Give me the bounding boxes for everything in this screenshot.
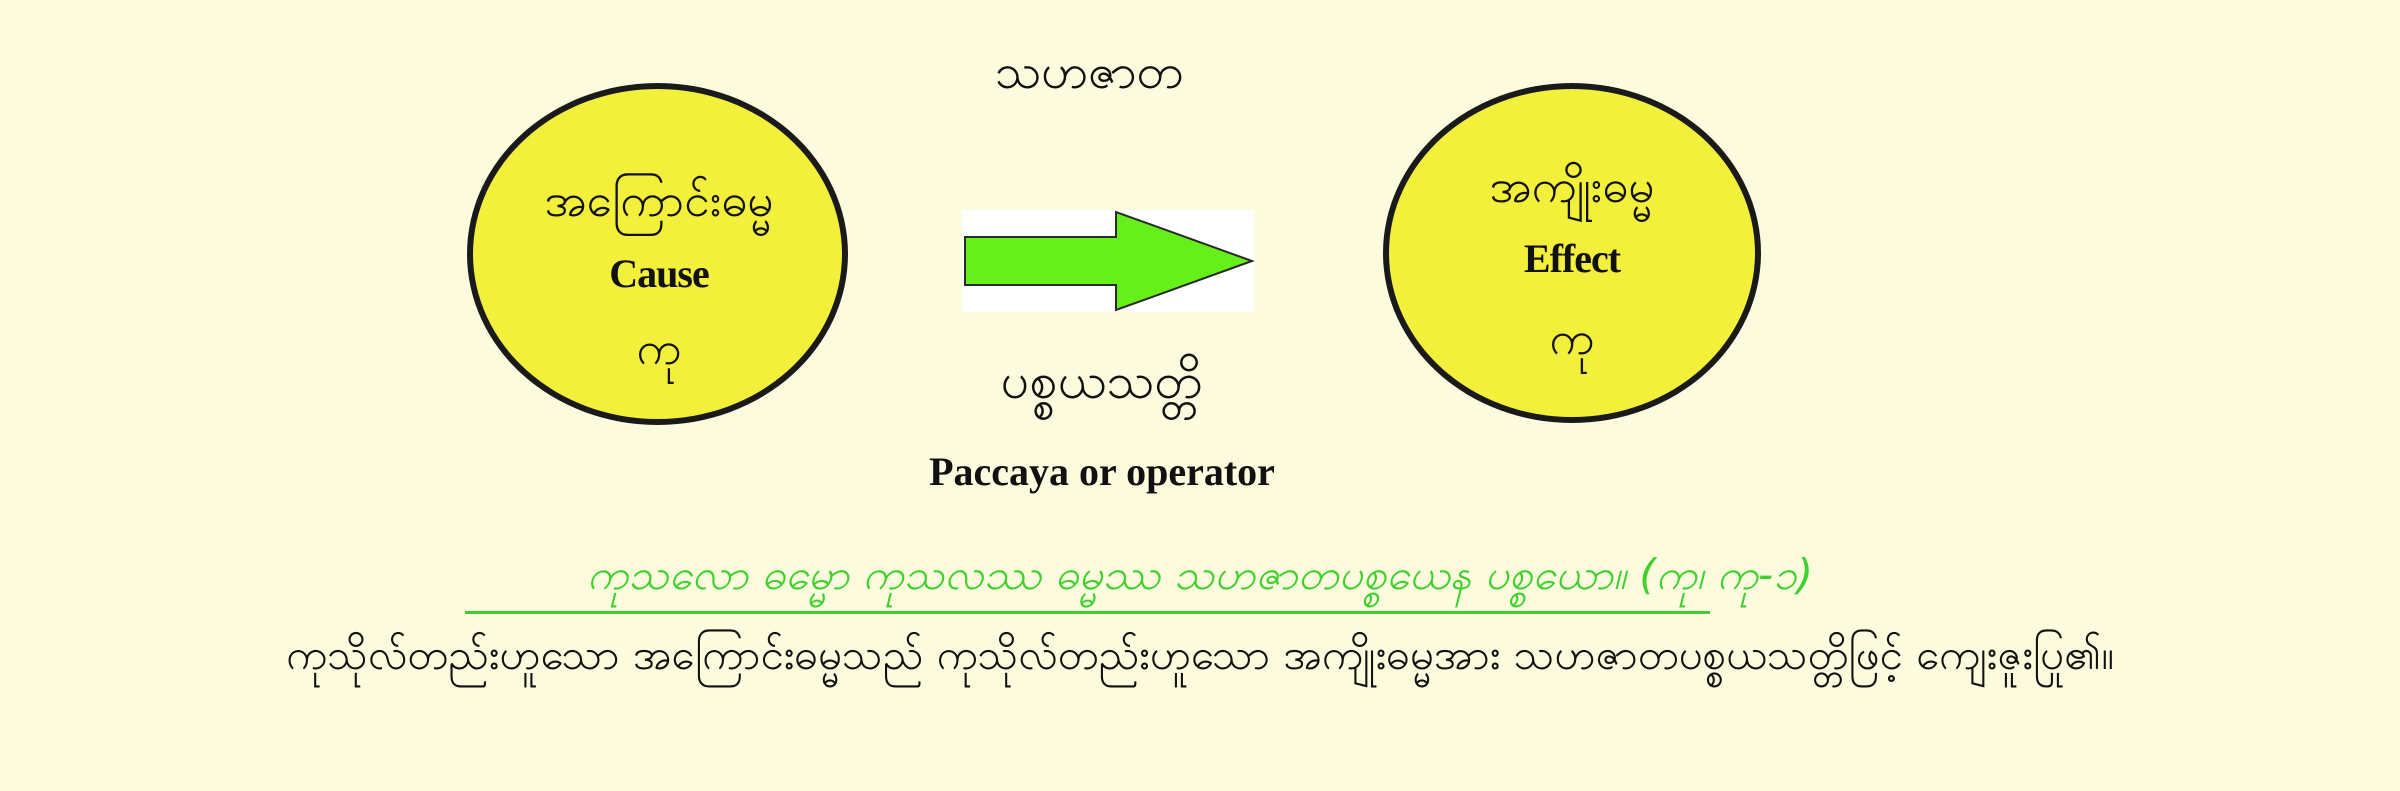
effect-label-english: Effect xyxy=(1523,236,1621,281)
operator-label-myanmar: ပစ္စယသတ္တိ xyxy=(1000,352,1204,410)
pali-text-line: ကုသလော ဓမ္မော ကုသလဿ ဓမ္မဿ သဟဇာတပစ္စယေန ပ… xyxy=(587,550,1813,599)
cause-ku-label: ကု xyxy=(636,321,682,375)
cause-label-english: Cause xyxy=(609,251,709,296)
cause-label-myanmar: အကြောင်းဓမ္မ xyxy=(544,173,774,227)
effect-label-myanmar: အကျိုးဓမ္မ xyxy=(1489,159,1655,213)
operator-label-english: Paccaya or operator xyxy=(929,449,1275,494)
effect-ku-label: ကု xyxy=(1549,311,1595,365)
right-arrow-icon xyxy=(964,210,1254,312)
translation-text: ကုသိုလ်တည်းဟူသော အကြောင်းဓမ္မသည် ကုသိုလ်… xyxy=(285,630,2115,679)
effect-circle xyxy=(1383,83,1761,423)
relation-title: သဟဇာတ xyxy=(994,44,1184,100)
cause-circle xyxy=(467,83,848,425)
pali-underline xyxy=(465,611,1710,614)
arrow-background xyxy=(962,210,1254,312)
